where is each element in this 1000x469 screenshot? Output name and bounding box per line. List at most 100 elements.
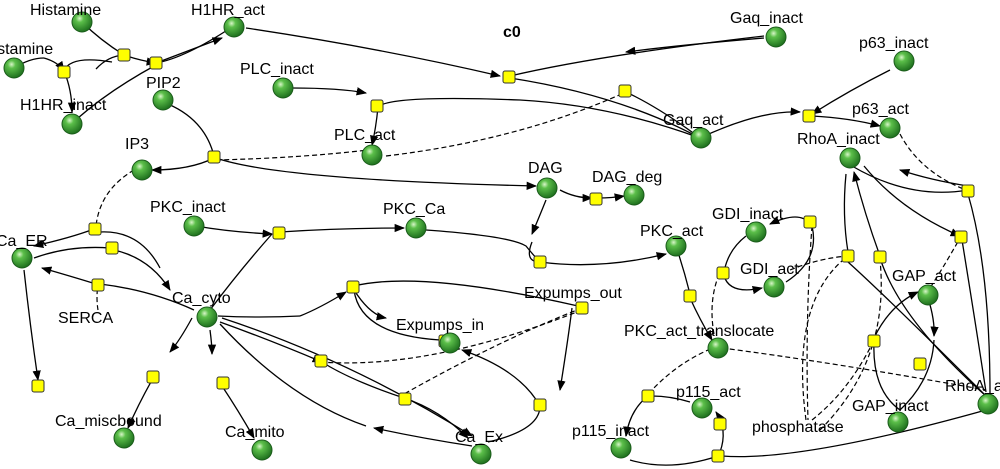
edge — [215, 157, 538, 190]
reaction-square-icon — [713, 417, 727, 431]
modifier-edge — [801, 255, 849, 421]
edge — [629, 455, 719, 466]
edge — [99, 283, 195, 311]
species-node-plc-inact — [272, 77, 294, 99]
reaction-square-icon — [146, 370, 160, 384]
reaction-square-icon — [216, 376, 230, 390]
reaction-square-icon — [802, 109, 816, 123]
reaction-square-icon — [683, 289, 697, 303]
species-node-h1hr-act — [223, 16, 245, 38]
species-node-ca-cyto — [196, 306, 218, 328]
reaction-square-icon — [57, 65, 71, 79]
reaction-square-icon — [88, 222, 102, 236]
reaction-square-icon — [913, 357, 927, 371]
reaction-square-icon — [149, 56, 163, 70]
edge — [873, 291, 919, 339]
label-pkc-act: PKC_act — [640, 223, 704, 240]
edge — [155, 26, 233, 64]
reactions — [31, 48, 975, 463]
label-ca-er: Ca_ER — [0, 233, 48, 250]
label-p115-act: p115_act — [676, 384, 741, 401]
edge — [509, 77, 701, 139]
species-node-histamine-bound — [3, 57, 25, 79]
edge — [150, 157, 215, 175]
edge — [219, 321, 323, 363]
edge — [291, 87, 368, 96]
label-p63-act: p63_act — [852, 101, 909, 118]
edge — [217, 315, 301, 318]
label-rhoa-act: RhoA_act — [945, 378, 1000, 395]
edge — [113, 249, 171, 291]
edge — [699, 107, 802, 139]
edge — [847, 261, 987, 397]
edges — [13, 21, 991, 466]
species-node-histamine — [71, 11, 93, 33]
edge — [843, 173, 849, 253]
label-pkc-act-translocate: PKC_act_translocate — [624, 323, 774, 340]
species-node-ca-miscbound — [113, 427, 135, 449]
species-node-ca-ex — [470, 443, 492, 465]
modifier-edge — [819, 259, 882, 431]
species-node-h1hr-inact — [61, 113, 83, 135]
reaction-square-icon — [533, 255, 547, 269]
edge — [715, 411, 725, 453]
reaction-square-icon — [873, 250, 887, 264]
species-node-pkc-act — [665, 235, 687, 257]
edge — [625, 91, 701, 139]
edge — [155, 37, 223, 64]
label-gaq-inact: Gaq_inact — [730, 10, 803, 27]
edge — [279, 223, 406, 233]
modifier-edge — [95, 169, 135, 227]
edge — [961, 239, 987, 393]
species-node-pkc-ca — [405, 217, 427, 239]
edge — [167, 103, 215, 157]
edge — [41, 266, 97, 285]
edge — [873, 341, 901, 411]
label-dag-deg: DAG_deg — [592, 169, 662, 186]
edge — [899, 169, 969, 187]
reaction-square-icon — [716, 266, 730, 280]
modifier-edge — [811, 339, 875, 421]
edge — [221, 317, 473, 437]
edge — [531, 199, 547, 235]
edge — [321, 361, 405, 399]
label-ca-cyto: Ca_cyto — [172, 290, 231, 307]
label-ip3: IP3 — [125, 136, 149, 153]
label-ca-miscbound: Ca_miscbound — [55, 413, 162, 430]
modifier-edge — [385, 91, 627, 157]
species-node-dag — [536, 177, 558, 199]
edge — [169, 317, 193, 353]
label-gap-inact: GAP_inact — [852, 398, 929, 415]
edge — [851, 165, 969, 193]
label-h1hr-act: H1HR_act — [191, 2, 265, 19]
reaction-square-icon — [370, 99, 384, 113]
species-node-gap-act — [917, 284, 939, 306]
edge — [967, 193, 991, 395]
species-node-p115-act — [691, 397, 713, 419]
reaction-square-icon — [91, 278, 105, 292]
label-p115-inact: p115_inact — [572, 423, 650, 440]
reaction-square-icon — [575, 301, 589, 315]
label-plc-act: PLC_act — [334, 127, 396, 144]
edge — [353, 289, 388, 321]
reaction-square-icon — [533, 398, 547, 412]
reaction-square-icon — [954, 230, 968, 244]
species-node-pkc-act-translocate — [707, 337, 729, 359]
species-node-rhoa-inact — [839, 147, 861, 169]
label-expumps-in: Expumps_in — [396, 317, 484, 334]
species-node-p63-inact — [893, 50, 915, 72]
species-node-rhoa-act — [977, 393, 999, 415]
reaction-square-icon — [207, 150, 221, 164]
edge — [245, 27, 502, 78]
species-node-pkc-inact — [183, 215, 205, 237]
species-labels: Histamine H1HR_act Histamine H1HR_inact … — [0, 2, 1000, 446]
edge — [219, 323, 367, 427]
edge — [539, 252, 668, 266]
modifier-edge — [925, 237, 961, 295]
reaction-square-icon — [961, 184, 975, 198]
modifier-edge — [721, 347, 987, 391]
label-h1hr-inact: H1HR_inact — [20, 97, 107, 114]
edge — [353, 280, 579, 307]
label-gaq-act: Gaq_act — [663, 112, 724, 129]
